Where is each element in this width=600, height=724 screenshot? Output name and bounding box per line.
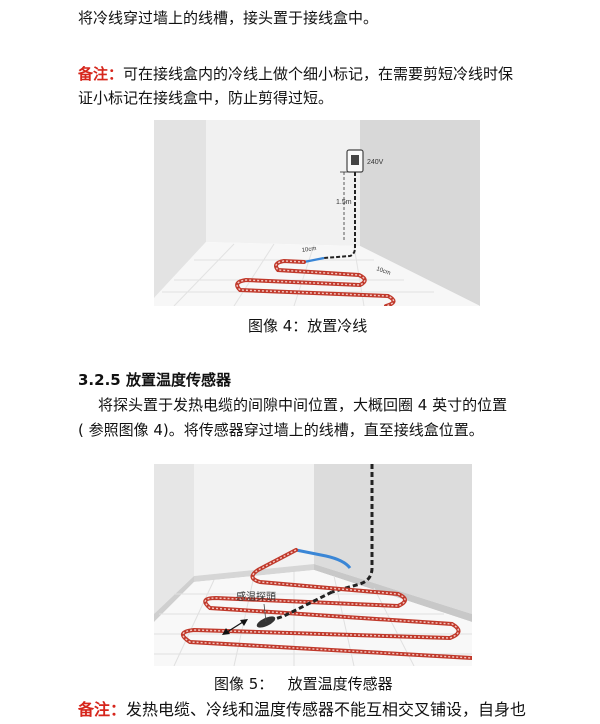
figure-5-caption: 图像 5： 放置温度传感器	[214, 674, 393, 694]
offset-left-label: 10cm	[301, 246, 316, 254]
left-wall	[154, 464, 194, 614]
note-2-label: 备注：	[78, 700, 127, 719]
note-2-line-1: 备注：发热电缆、冷线和温度传感器不能互相交叉铺设，自身也	[78, 700, 526, 720]
section-paragraph-1: 将探头置于发热电缆的间隙中间位置，大概回圈 4 英寸的位置	[98, 396, 508, 414]
note-1-label: 备注：	[78, 65, 124, 83]
figure-4-illustration: 240V 1.5m 10cm 10cm	[154, 120, 480, 306]
figure-5-caption-title: 放置温度传感器	[287, 675, 393, 693]
section-heading: 3.2.5 放置温度传感器	[78, 370, 231, 390]
figure-5-caption-prefix: 图像 5：	[214, 675, 274, 693]
note-1-line-1: 备注：可在接线盒内的冷线上做个细小标记，在需要剪短冷线时保	[78, 64, 513, 84]
figure-4-caption: 图像 4：放置冷线	[248, 317, 368, 335]
height-label: 1.5m	[336, 199, 352, 206]
probe-label: 感温探頭	[236, 590, 276, 603]
figure-4-image: 240V 1.5m 10cm 10cm	[154, 120, 480, 306]
sensor-wire	[331, 464, 374, 594]
figure-5-illustration: 感温探頭	[154, 464, 472, 666]
right-wall	[360, 120, 480, 306]
note-2-text-1: 发热电缆、冷线和温度传感器不能互相交叉铺设，自身也	[126, 700, 527, 719]
figure-5-image: 感温探頭	[154, 464, 472, 666]
cold-lead	[323, 172, 356, 259]
paragraph-cold-lead: 将冷线穿过墙上的线槽，接头置于接线盒中。	[78, 9, 379, 27]
section-paragraph-2: ( 参照图像 4)。将传感器穿过墙上的线槽，直至接线盒位置。	[78, 421, 484, 439]
note-1-text-1: 可在接线盒内的冷线上做个细小标记，在需要剪短冷线时保	[123, 65, 514, 83]
left-wall	[154, 120, 206, 298]
section-number: 3.2.5	[78, 371, 121, 389]
voltage-label: 240V	[367, 159, 384, 166]
back-wall	[206, 120, 360, 246]
back-wall	[194, 464, 314, 576]
offset-right-label: 10cm	[375, 266, 391, 277]
cable-joint	[295, 548, 352, 569]
section-title: 放置温度传感器	[125, 371, 231, 389]
note-1-text-2: 证小标记在接线盒中，防止剪得过短。	[78, 89, 334, 107]
